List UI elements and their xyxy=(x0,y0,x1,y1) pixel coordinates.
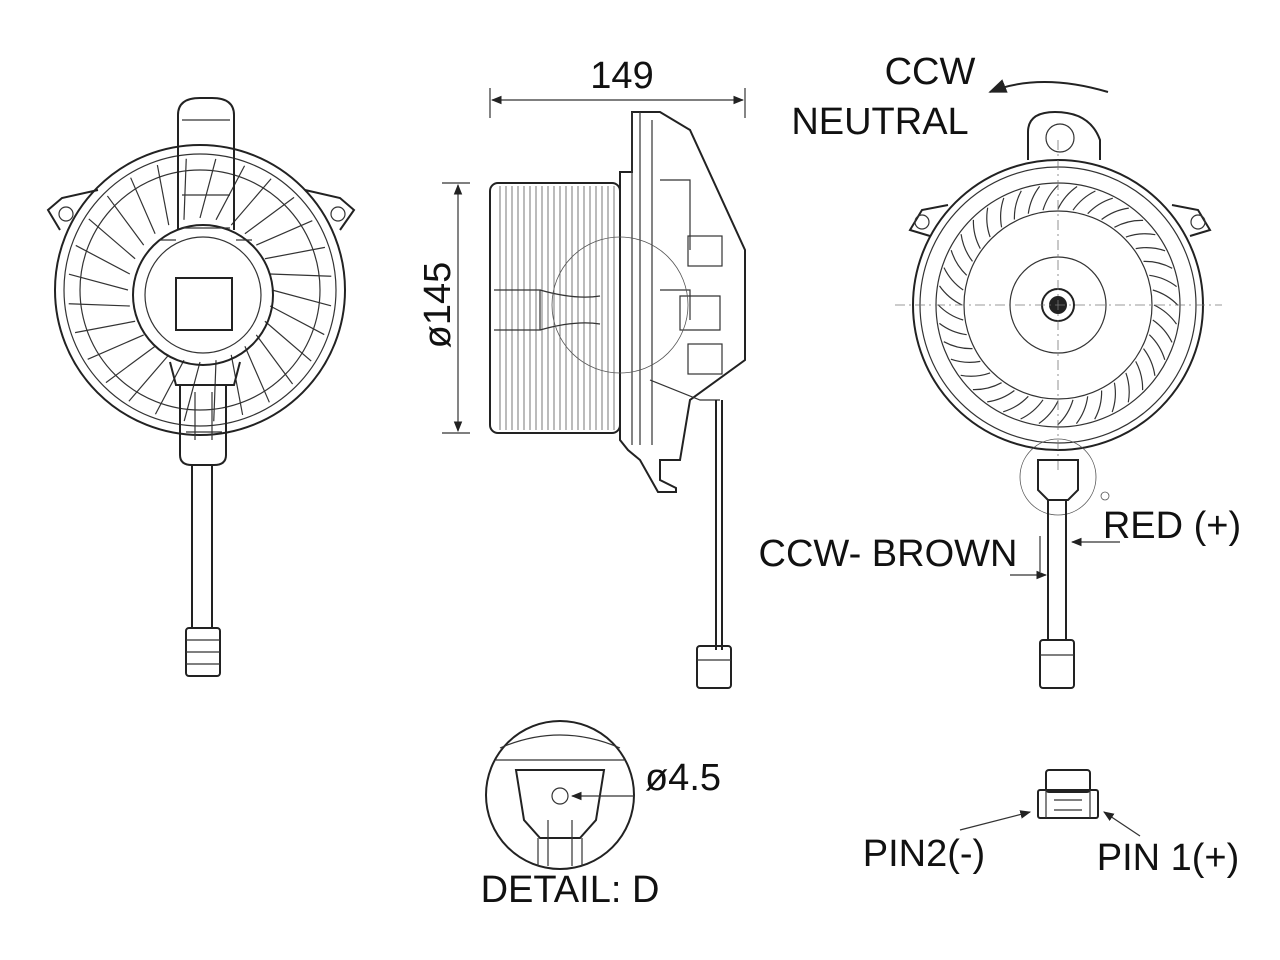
impeller-blade xyxy=(943,341,973,350)
impeller-blade xyxy=(1149,274,1177,288)
impeller-blade xyxy=(1013,190,1022,220)
rear-spoke xyxy=(264,320,312,362)
impeller-blade xyxy=(1111,382,1117,413)
impeller-blades xyxy=(937,184,1179,426)
rear-spoke xyxy=(183,361,201,422)
rear-spoke xyxy=(230,178,272,226)
rear-spoke xyxy=(87,334,144,360)
impeller-blade xyxy=(960,234,973,262)
rear-spoke xyxy=(68,303,130,307)
front-view: CCW NEUTRAL CCW- BROWN RED (+) xyxy=(759,51,1241,689)
pin2-label: PIN2(-) xyxy=(863,833,985,875)
impeller-blade xyxy=(972,219,981,249)
side-view: 149 ø145 xyxy=(417,55,746,689)
impeller-blade xyxy=(1114,219,1144,228)
hole-diameter-dimension: ø4.5 xyxy=(645,757,721,799)
diameter-dimension: ø145 xyxy=(417,262,459,349)
rear-spoke xyxy=(244,346,270,403)
rear-spoke xyxy=(183,158,187,220)
impeller-blade xyxy=(1072,190,1096,211)
impeller-blade xyxy=(937,304,964,321)
rear-spoke xyxy=(271,289,332,307)
rear-spoke xyxy=(230,354,244,416)
rear-spoke xyxy=(256,220,313,246)
rotation-label: CCW xyxy=(885,51,976,93)
impeller-blade xyxy=(1042,184,1059,211)
rear-spoke xyxy=(68,273,129,291)
impeller-blade xyxy=(1057,186,1078,210)
impeller-blade xyxy=(1003,395,1029,413)
pin1-label: PIN 1(+) xyxy=(1097,837,1240,879)
impeller-blade xyxy=(939,285,963,306)
impeller-blade xyxy=(1152,289,1179,306)
rear-spoke xyxy=(264,246,326,260)
rear-spoke xyxy=(213,360,217,422)
detail-label: DETAIL: D xyxy=(481,869,660,911)
impeller-blade xyxy=(1094,390,1103,420)
impeller-blade xyxy=(972,382,1002,391)
impeller-blade xyxy=(1152,319,1173,343)
rear-spoke xyxy=(215,165,246,221)
impeller-blade xyxy=(950,250,968,276)
rear-spoke xyxy=(270,273,332,277)
impeller-blade xyxy=(1020,399,1044,420)
impeller-blade xyxy=(950,358,981,364)
length-dimension: 149 xyxy=(590,55,653,97)
impeller-blade xyxy=(1148,334,1166,360)
impeller-blade xyxy=(999,197,1005,228)
rear-spoke xyxy=(269,305,325,336)
neutral-label: NEUTRAL xyxy=(791,101,968,143)
impeller-blade xyxy=(1075,396,1089,424)
impeller-blade xyxy=(1125,372,1130,403)
rear-view xyxy=(46,97,356,677)
impeller-blade xyxy=(943,267,964,291)
impeller-blade xyxy=(1038,400,1059,424)
impeller-blade xyxy=(1125,233,1156,238)
rear-spoke xyxy=(88,218,136,260)
impeller-blade xyxy=(986,207,991,238)
impeller-blade xyxy=(1135,246,1166,252)
impeller-blade xyxy=(1143,348,1156,376)
rear-spoke xyxy=(255,334,294,385)
brown-wire-label: CCW- BROWN xyxy=(759,533,1018,575)
rear-spoke xyxy=(106,195,145,246)
rear-spoke xyxy=(128,354,170,402)
rear-spoke xyxy=(199,158,217,219)
red-wire-label: RED (+) xyxy=(1103,505,1241,547)
rear-spoke xyxy=(130,177,156,234)
impeller-blade xyxy=(1027,186,1041,214)
impeller-blade xyxy=(987,390,1015,403)
impeller-blade xyxy=(1135,361,1144,391)
rear-spokes xyxy=(68,158,332,422)
rear-spoke xyxy=(105,345,156,384)
detail-d-view: ø4.5 DETAIL: D xyxy=(481,720,721,911)
rear-spoke xyxy=(244,196,295,235)
impeller-blade xyxy=(1057,399,1074,426)
fan-wheel-blades xyxy=(499,186,615,430)
connector-pinout: PIN2(-) PIN 1(+) xyxy=(863,769,1240,879)
impeller-blade xyxy=(960,372,991,377)
impeller-blade xyxy=(1153,304,1177,325)
rear-spoke xyxy=(74,320,136,334)
rear-spoke xyxy=(156,164,170,226)
impeller-blade xyxy=(1087,197,1113,215)
rear-spoke xyxy=(75,244,131,275)
impeller-blade xyxy=(939,322,967,336)
impeller-blade xyxy=(1143,260,1173,269)
impeller-blade xyxy=(1101,207,1129,220)
rear-spoke xyxy=(154,359,185,415)
